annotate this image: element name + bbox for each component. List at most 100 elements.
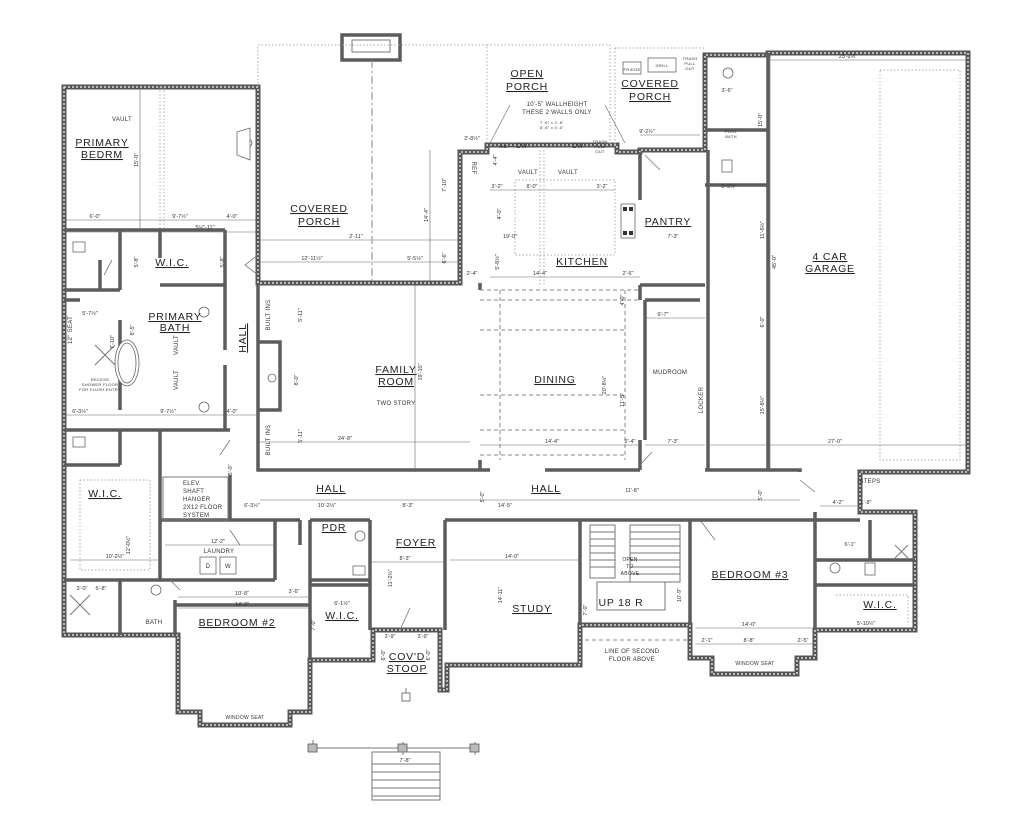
dimension-label: 23'-2½" [839, 53, 858, 60]
dimension-label: 1'-8" [861, 500, 872, 506]
dimension-label: 9'-7½" [160, 408, 176, 415]
dimension-label: 14'-5" [498, 503, 512, 509]
elevator-note: SYSTEM [183, 513, 209, 519]
interior-walls [64, 53, 915, 660]
dimension-label: 5'-10½" [857, 620, 876, 627]
dimension-label: 6'-0" [90, 214, 101, 220]
room-label-covered-porch: COVERED [290, 203, 348, 215]
shower-note: SHOWER FLOOR [82, 382, 119, 387]
dimension-label: 5'-5½" [407, 255, 423, 262]
dimension-label: 11'-6½" [759, 221, 766, 239]
dimension-label: 3'-9½" [721, 183, 737, 190]
sink [198, 401, 210, 413]
porch-outlines [257, 33, 705, 801]
dimension-label: 10'-8" [235, 591, 249, 597]
room-label-wic-bedroom-3: W.I.C. [863, 599, 896, 611]
dimension-label: 2'-8½" [464, 135, 480, 142]
second-floor-note: FLOOR ABOVE [609, 657, 655, 663]
room-label-wic-bedroom-2: W.I.C. [325, 610, 358, 622]
open-to-above-note: OPEN [622, 557, 637, 563]
room-label-family-room-2: ROOM [378, 376, 414, 388]
toilet [721, 159, 733, 173]
room-label-primary-bedroom-2: BEDRM [81, 149, 123, 161]
room-label-primary-bedroom: PRIMARY [75, 137, 128, 149]
dimension-label: 6'-1½" [334, 600, 350, 607]
dimension-label: 6'-0" [760, 316, 766, 327]
dimension-label: 7'-3" [668, 234, 679, 240]
dimension-label: 15'-0" [134, 153, 140, 167]
refrigerator-label: REF [470, 162, 476, 175]
fireplace [267, 373, 277, 383]
dimension-label: 11'-2½" [387, 569, 394, 587]
dimension-label: 8'-0" [527, 184, 538, 190]
locker-label: LOCKER [699, 386, 705, 413]
pool-bath-label: POOL [725, 129, 738, 134]
dimension-label: 2'-1" [702, 638, 713, 644]
dimension-label: 9'-2½" [639, 128, 655, 135]
dimension-label: 3'-0" [77, 586, 88, 592]
room-label-wic-left: W.I.C. [88, 488, 121, 500]
dimension-label: 14'-2" [235, 602, 249, 608]
dishwasher-label: DW [517, 144, 528, 150]
dimension-label: 7'-0" [583, 604, 589, 615]
dimension-label: 6'-8" [96, 586, 107, 592]
dimension-label: 14'-4" [424, 208, 430, 222]
dimension-label: 15'-8½" [759, 396, 766, 415]
wallheight-note: THESE 2 WALLS ONLY [522, 110, 592, 116]
sink [829, 562, 841, 574]
dimension-label: 12'-11½" [301, 255, 322, 262]
dimension-label: 19'-0" [503, 234, 517, 240]
elevator-note: 2X12 FLOOR [183, 505, 223, 511]
dryer-label: D [206, 564, 211, 570]
room-label-bedroom-3: BEDROOM #3 [712, 569, 789, 581]
dimension-label: 5'-0" [480, 491, 486, 502]
pool-bath-label: BATH [725, 134, 737, 139]
front-steps [371, 751, 441, 801]
dimension-label: 9'-7½" [172, 213, 188, 220]
dimension-label: 14'-11" [498, 587, 504, 604]
dimension-label: 3'-6" [722, 88, 733, 94]
trash-pull-out-label: PULL [594, 144, 606, 149]
room-label-bedroom-2: BEDROOM #2 [199, 617, 276, 629]
dimension-label: 15'-0" [758, 113, 764, 127]
dimension-label: 3'-2" [492, 184, 503, 190]
dishwasher-label: DW [573, 144, 584, 150]
dimension-label: 14'-4" [533, 271, 547, 277]
trash-pull-out-label: TRASH [682, 56, 697, 61]
dimension-label: 5'-8½" [494, 254, 501, 270]
light-fixture [401, 692, 411, 702]
wallheight-note: 10'-5" WALLHEIGHT [527, 102, 588, 108]
trash-pull-out-label: PULL [684, 61, 696, 66]
washer-label: W [225, 564, 231, 570]
dimension-label: 5'-0" [758, 489, 764, 500]
dimension-label: 3'-9" [385, 634, 396, 640]
dimension-label: 7'-3" [668, 439, 679, 445]
room-label-dining: DINING [534, 374, 576, 386]
dimension-label: 4'-0" [497, 208, 503, 219]
toilet [72, 436, 86, 448]
shower-note: FOR FLUSH ENTRY [79, 387, 121, 392]
elevator-note: SHAFT [183, 489, 204, 495]
dimension-label: 27'-0" [828, 439, 842, 445]
dimension-label: 8'-3" [400, 556, 411, 562]
dimension-label: 5'-8" [220, 256, 226, 267]
stairs-label: UP 18 R [598, 597, 643, 609]
toilet [864, 562, 876, 576]
vault-note: VAULT [112, 117, 132, 123]
window-seat-label: WINDOW SEAT [735, 661, 774, 667]
room-label-primary-bath-2: BATH [160, 322, 190, 334]
dimension-label: 2'-4" [467, 271, 478, 277]
room-label-hall-left: HALL [316, 483, 345, 495]
room-label-pdr: PDR [322, 522, 347, 534]
dimension-label: 8'-3" [403, 503, 414, 509]
sink [150, 584, 162, 596]
room-label-covd-stoop-2: STOOP [387, 663, 428, 675]
room-label-bath: BATH [146, 620, 163, 626]
dimension-labels: 6'-0" 9'-7½" 4'-0" 5½"-11" 15'-0" 2'-11"… [72, 53, 875, 764]
trash-pull-out-label: OUT [685, 66, 695, 71]
room-label-open-porch-2: PORCH [506, 81, 548, 93]
doors [103, 154, 816, 631]
dimension-label: 2'-6" [623, 271, 634, 277]
fixture-labels: REF ICE DW DW TRASH PULL OUT FRIDGE GRIL… [199, 56, 738, 575]
